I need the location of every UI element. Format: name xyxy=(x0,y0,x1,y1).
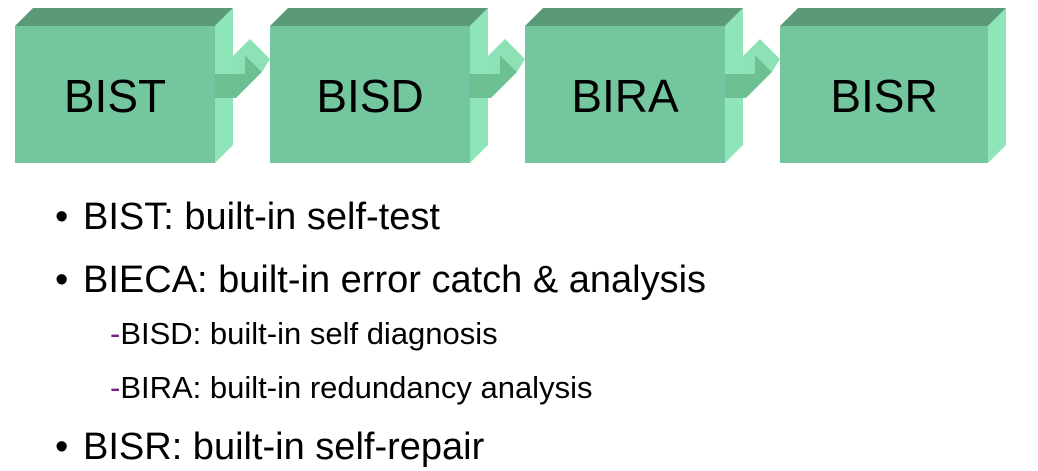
bullet-text: BIECA: built-in error catch & analysis xyxy=(83,259,707,301)
sub-bullet-item: -BIRA: built-in redundancy analysis xyxy=(55,370,1025,406)
process-box-bisd: BISD xyxy=(270,8,488,163)
flow-arrow xyxy=(725,39,780,98)
box-top-face xyxy=(780,8,1006,26)
box-front-face xyxy=(780,26,988,163)
box-label: BISD xyxy=(316,70,423,122)
box-label: BIRA xyxy=(571,70,679,122)
box-label: BIST xyxy=(64,70,166,122)
sub-bullet-dash: - xyxy=(110,316,121,351)
box-top-face xyxy=(270,8,488,26)
process-box-bira: BIRA xyxy=(525,8,743,163)
box-front-face xyxy=(15,26,215,163)
bullet-glyph: • xyxy=(55,196,69,238)
box-top-face xyxy=(525,8,743,26)
sub-bullet-text: BISD: built-in self diagnosis xyxy=(120,316,498,351)
process-box-bist: BIST xyxy=(15,8,233,163)
sub-bullet-dash: - xyxy=(110,370,121,405)
flow-arrow xyxy=(215,39,270,98)
bullet-item: • BIST: built-in self-test xyxy=(55,195,1025,239)
box-top-face xyxy=(15,8,233,26)
box-label: BISR xyxy=(830,70,937,122)
sub-bullet-text: BIRA: built-in redundancy analysis xyxy=(120,370,593,405)
bullet-text: BISR: built-in self-repair xyxy=(83,426,485,468)
process-box-bisr: BISR xyxy=(780,8,1006,163)
bullet-text: BIST: built-in self-test xyxy=(83,196,440,238)
flow-arrow xyxy=(470,39,525,98)
box-side-face xyxy=(988,8,1006,163)
box-front-face xyxy=(270,26,470,163)
bullet-glyph: • xyxy=(55,259,69,301)
bullet-item: • BISR: built-in self-repair xyxy=(55,425,1025,469)
bullet-glyph: • xyxy=(55,426,69,468)
sub-bullet-item: -BISD: built-in self diagnosis xyxy=(55,316,1025,352)
box-front-face xyxy=(525,26,725,163)
process-flow-diagram: BIST BISD BIRA BISR xyxy=(15,8,1006,163)
bullet-list: • BIST: built-in self-test • BIECA: buil… xyxy=(55,190,1025,469)
bullet-item: • BIECA: built-in error catch & analysis xyxy=(55,258,1025,302)
